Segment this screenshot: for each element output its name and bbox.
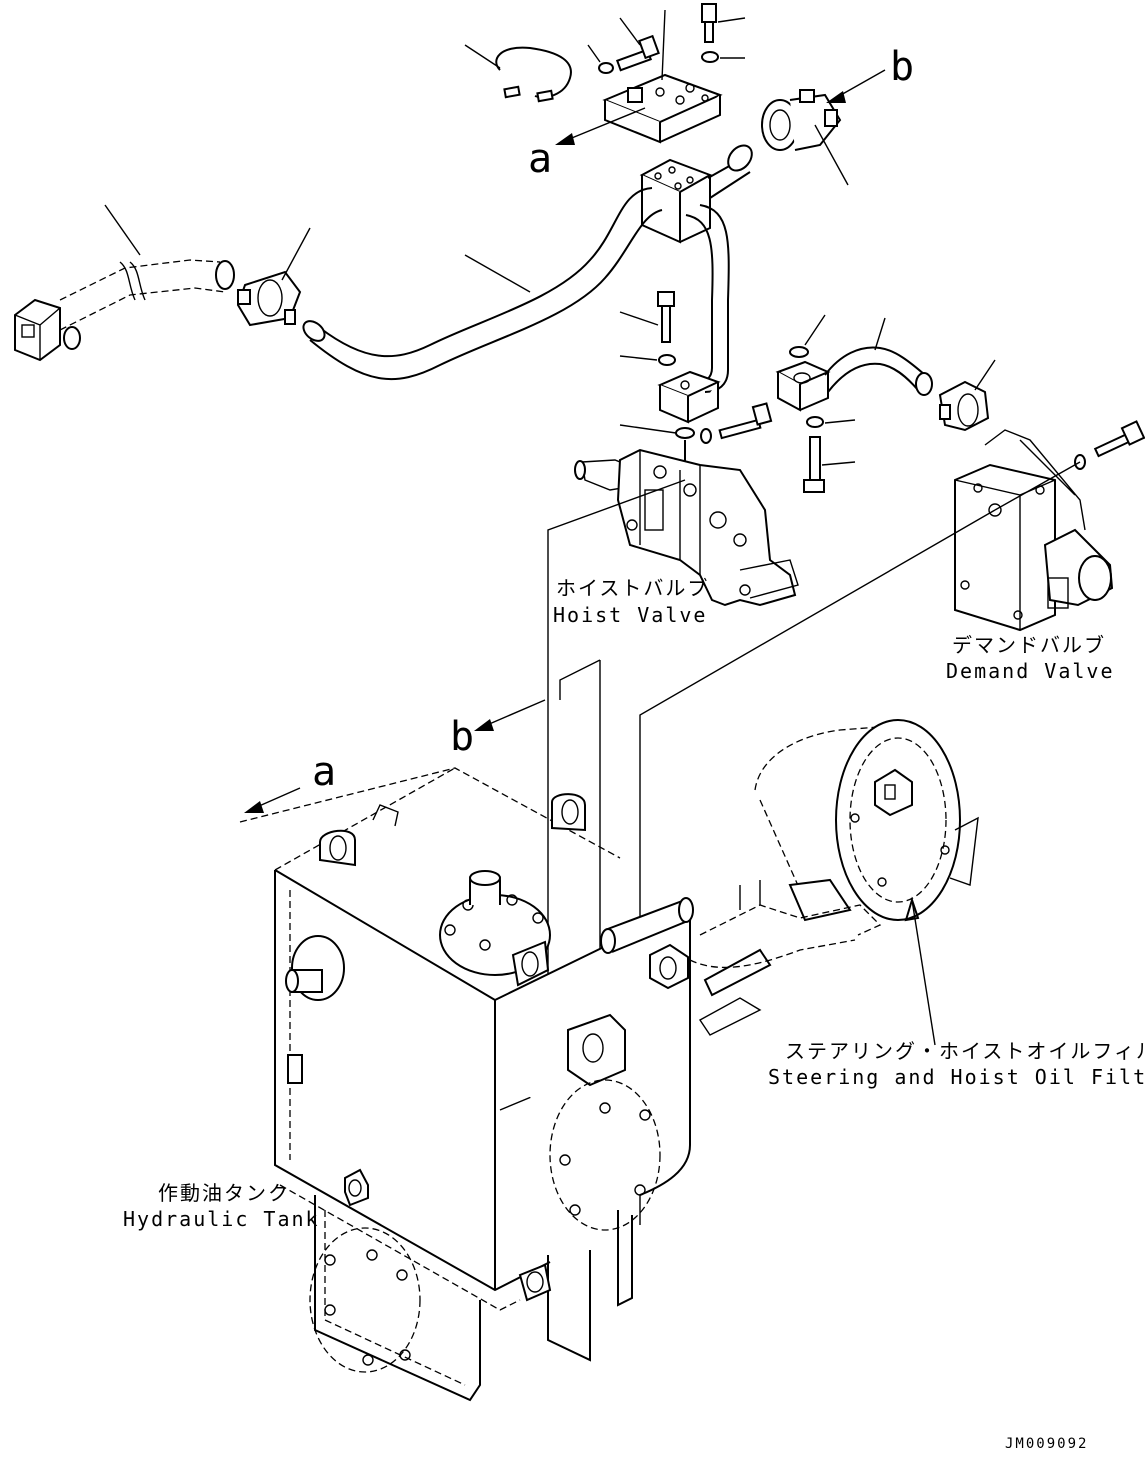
- demand-valve: [954, 429, 1114, 632]
- view-letter-a-top: a: [528, 136, 552, 182]
- view-letter-b-bottom: b: [450, 714, 474, 760]
- demand-valve-jp: デマンドバルブ: [952, 633, 1106, 657]
- right-clamp: [938, 359, 996, 432]
- view-arrow-a-top: a: [528, 107, 646, 182]
- hydraulic-tank-label: 作動油タンク Hydraulic Tank: [123, 1181, 320, 1231]
- oil-filter-jp: ステアリング・ホイストオイルフィルタ: [785, 1039, 1145, 1063]
- top-bolts: [587, 3, 746, 74]
- view-letter-a-bottom: a: [312, 749, 336, 795]
- oil-filter-label: ステアリング・ホイストオイルフィルタ Steering and Hoist Oi…: [768, 1039, 1145, 1089]
- demand-valve-en: Demand Valve: [946, 659, 1115, 683]
- left-clamp: [236, 227, 311, 327]
- right-elbow-pipe: [775, 314, 933, 493]
- hoist-block-bolts: [619, 291, 773, 480]
- manifold-block: [639, 158, 713, 244]
- view-letter-b-top: b: [890, 44, 914, 90]
- view-arrow-b-bottom: b: [450, 699, 546, 760]
- demand-valve-label: デマンドバルブ Demand Valve: [946, 633, 1115, 683]
- oil-filter-en: Steering and Hoist Oil Filter: [768, 1065, 1145, 1089]
- main-pipe: [302, 187, 663, 381]
- figure-code: JM009092: [1005, 1436, 1088, 1452]
- hoist-valve-jp: ホイストバルブ: [556, 576, 709, 600]
- left-hose: [14, 204, 235, 362]
- hoist-valve-en: Hoist Valve: [553, 603, 707, 627]
- demand-valve-bolt: [1074, 420, 1145, 470]
- view-arrow-b-top: b: [826, 44, 914, 103]
- hydraulic-tank: [239, 767, 694, 1402]
- hoist-valve-label: ホイストバルブ Hoist Valve: [553, 576, 709, 627]
- oil-filter: [649, 719, 979, 1046]
- sensor-harness: [464, 44, 572, 103]
- flange-clamp-b: [761, 89, 849, 186]
- hydraulic-tank-en: Hydraulic Tank: [123, 1207, 320, 1231]
- mounting-bracket: [602, 9, 723, 144]
- hydraulic-tank-jp: 作動油タンク: [158, 1181, 290, 1205]
- pipe-to-b: [707, 144, 753, 199]
- view-arrow-a-bottom: a: [244, 749, 336, 813]
